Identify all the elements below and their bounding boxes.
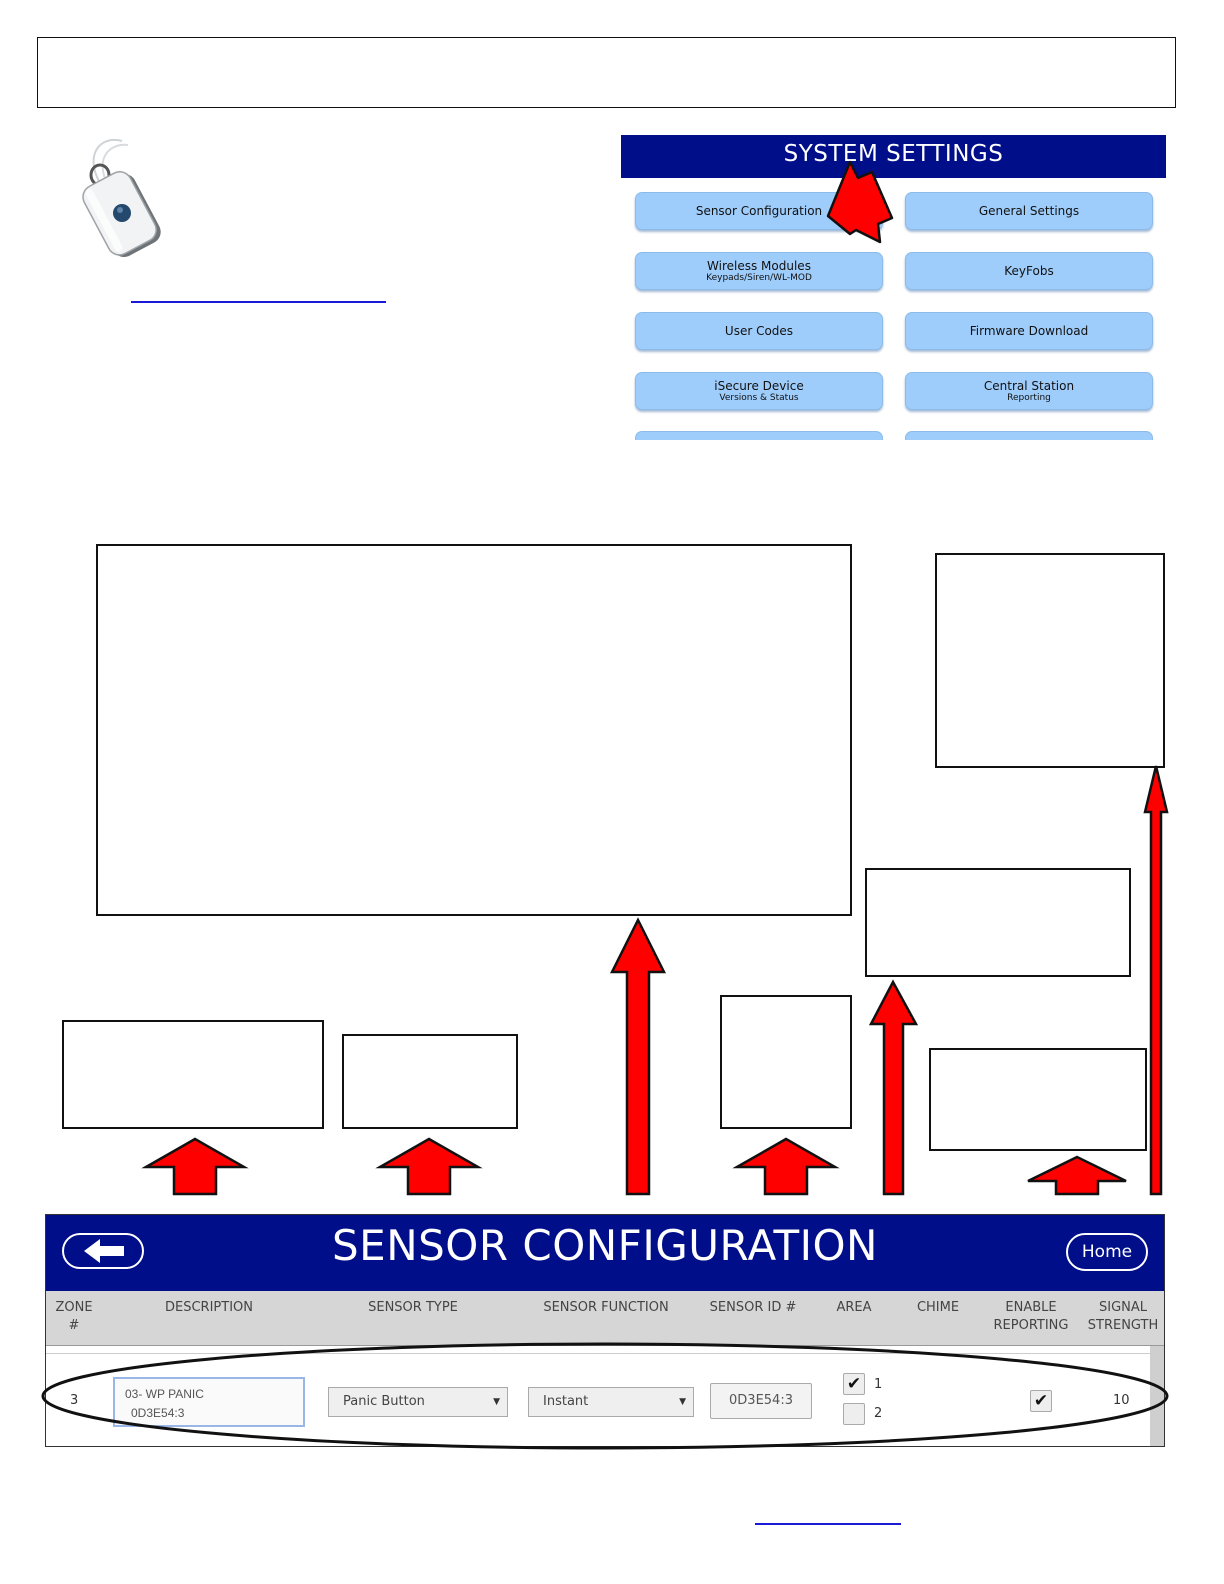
col-enable-reporting: ENABLE REPORTING <box>993 1300 1069 1333</box>
description-line2: 0D3E54:3 <box>131 1406 185 1420</box>
firmware-download-button[interactable]: Firmware Download <box>905 312 1153 350</box>
callout-box-large <box>96 544 852 916</box>
enable-reporting-checkbox[interactable]: ✔ <box>1030 1390 1052 1412</box>
dropdown-arrow-icon: ▼ <box>493 1397 500 1407</box>
dropdown-arrow-icon: ▼ <box>679 1397 686 1407</box>
general-settings-button[interactable]: General Settings <box>905 192 1153 230</box>
description-field[interactable]: 03- WP PANIC 0D3E54:3 <box>113 1377 305 1427</box>
top-annotation-box <box>37 37 1176 108</box>
system-settings-header: SYSTEM SETTINGS <box>621 135 1166 178</box>
isecure-device-button[interactable]: iSecure Device Versions & Status <box>635 372 883 410</box>
sensor-type-value: Panic Button <box>343 1394 425 1409</box>
wireless-modules-sublabel: Keypads/Siren/WL-MOD <box>706 272 812 283</box>
callout-box-chime <box>929 1048 1147 1151</box>
sensor-configuration-label: Sensor Configuration <box>695 204 823 218</box>
callout-box-zone <box>62 1020 324 1129</box>
sensor-id-field[interactable]: 0D3E54:3 <box>710 1383 812 1419</box>
central-station-button[interactable]: Central Station Reporting <box>905 372 1153 410</box>
back-button[interactable] <box>62 1233 144 1269</box>
home-button[interactable]: Home <box>1066 1233 1148 1271</box>
panic-pendant-image <box>82 138 161 257</box>
area-1-checkbox[interactable]: ✔ <box>843 1373 865 1395</box>
isecure-device-label: iSecure Device <box>714 378 804 393</box>
back-arrow-icon <box>84 1239 124 1263</box>
zone-number: 3 <box>70 1393 79 1408</box>
firmware-download-label: Firmware Download <box>969 324 1089 338</box>
general-settings-label: General Settings <box>978 204 1080 218</box>
col-sensor-id: SENSOR ID # <box>709 1300 797 1315</box>
area-2-checkbox[interactable] <box>843 1403 865 1425</box>
cut-off-button-left[interactable] <box>635 431 883 440</box>
sensor-configuration-title: SENSOR CONFIGURATION <box>332 1221 878 1270</box>
description-line1: 03- WP PANIC <box>125 1387 204 1401</box>
cut-off-button-right[interactable] <box>905 431 1153 440</box>
vertical-scrollbar[interactable] <box>1150 1346 1164 1446</box>
sensor-configuration-panel: SENSOR CONFIGURATION Home ZONE # DESCRIP… <box>45 1214 1165 1447</box>
keyfobs-button[interactable]: KeyFobs <box>905 252 1153 290</box>
sensor-function-value: Instant <box>543 1394 589 1409</box>
callout-box-enable-reporting <box>865 868 1131 977</box>
callout-box-description <box>342 1034 518 1129</box>
col-area: AREA <box>836 1300 872 1315</box>
central-station-label: Central Station <box>983 378 1075 393</box>
sensor-function-select[interactable]: Instant ▼ <box>528 1387 694 1417</box>
user-codes-button[interactable]: User Codes <box>635 312 883 350</box>
sensor-configuration-header: SENSOR CONFIGURATION Home <box>46 1215 1164 1291</box>
area-2-label: 2 <box>874 1406 883 1421</box>
callout-box-signal-strength <box>935 553 1165 768</box>
column-header-bar: ZONE # DESCRIPTION SENSOR TYPE SENSOR FU… <box>46 1291 1164 1346</box>
col-zone: ZONE # <box>55 1300 93 1333</box>
wireless-modules-label: Wireless Modules <box>707 258 811 273</box>
keyfobs-label: KeyFobs <box>1004 264 1054 278</box>
isecure-device-sublabel: Versions & Status <box>719 392 799 403</box>
link-underline-bottom[interactable] <box>755 1523 901 1525</box>
col-sensor-function: SENSOR FUNCTION <box>543 1300 669 1315</box>
col-chime: CHIME <box>916 1300 960 1315</box>
sensor-type-select[interactable]: Panic Button ▼ <box>328 1387 508 1417</box>
signal-strength-value: 10 <box>1113 1393 1130 1408</box>
col-signal-strength: SIGNAL STRENGTH <box>1087 1300 1159 1333</box>
red-arrow-pointer <box>826 160 894 244</box>
user-codes-label: User Codes <box>724 324 794 338</box>
col-description: DESCRIPTION <box>165 1300 253 1315</box>
central-station-sublabel: Reporting <box>1007 392 1051 403</box>
wireless-modules-button[interactable]: Wireless Modules Keypads/Siren/WL-MOD <box>635 252 883 290</box>
row-divider <box>46 1353 1150 1354</box>
area-1-label: 1 <box>874 1377 883 1392</box>
callout-box-sensor-id <box>720 995 852 1129</box>
link-underline-left[interactable] <box>131 301 386 303</box>
col-sensor-type: SENSOR TYPE <box>368 1300 458 1315</box>
